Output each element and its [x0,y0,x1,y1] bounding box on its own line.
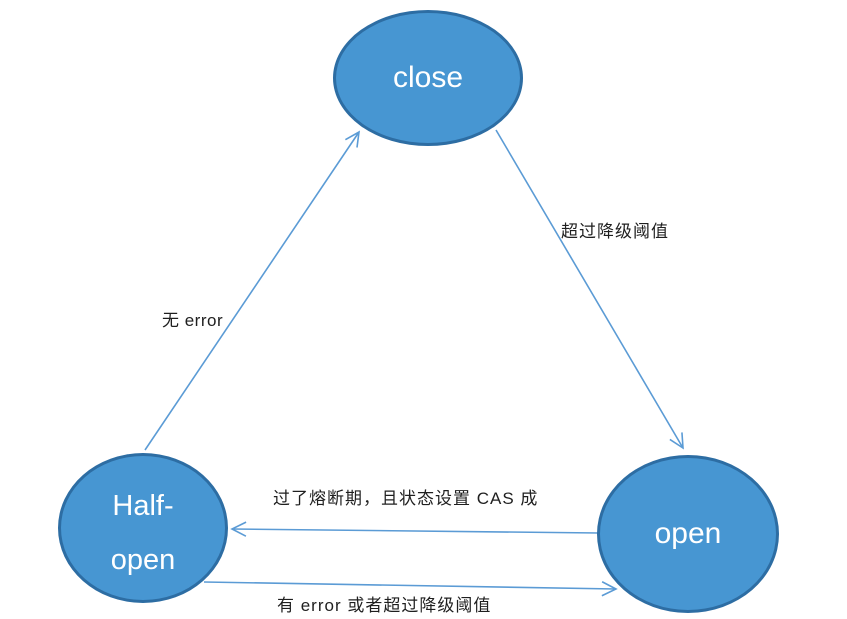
arrow-half-open-to-open [203,581,618,597]
state-node-half-open-label: Half-open [110,490,176,576]
arrow-open-to-half-open [230,521,600,537]
edge-label-close-to-open: 超过降级阈值 [561,222,669,241]
edge-label-half-open-to-close: 无 error [162,311,224,330]
edge-label-open-to-half-open: 过了熔断期，且状态设置 CAS 成 [273,489,539,508]
arrow-half-open-to-close [144,130,360,451]
state-node-open: open [597,455,779,613]
edge-label-half-open-to-open: 有 error 或者超过降级阈值 [277,596,492,615]
arrow-close-to-open [495,129,684,450]
state-node-half-open: Half-open [58,453,228,603]
state-node-open-label: open [654,517,722,550]
state-node-close: close [333,10,523,146]
state-node-close-label: close [392,61,464,94]
